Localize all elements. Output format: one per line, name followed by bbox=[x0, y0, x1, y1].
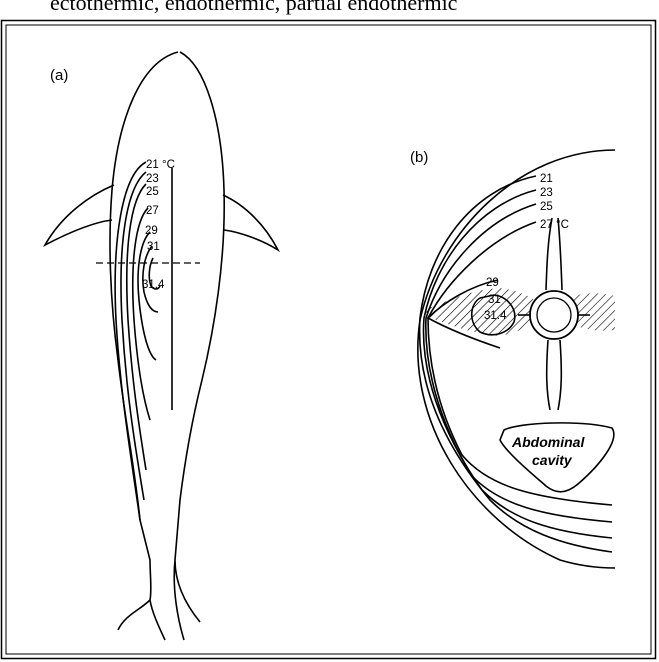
iso-b-label-0: 21 bbox=[540, 173, 553, 185]
iso-a-label-2: 25 bbox=[146, 186, 159, 198]
vertebra-inner bbox=[537, 298, 571, 332]
iso-b-label-4: 29 bbox=[486, 277, 499, 289]
iso-b-label-6: 31.4 bbox=[484, 310, 507, 322]
iso-a-label-4: 29 bbox=[145, 225, 158, 237]
cavity-label-1: Abdominal bbox=[511, 434, 585, 450]
tuna-body-outline bbox=[110, 52, 224, 640]
panel-b-label: (b) bbox=[410, 149, 428, 166]
cross-section-outline bbox=[418, 150, 615, 568]
haemal-spine bbox=[547, 340, 562, 410]
iso-a-label-1: 23 bbox=[146, 173, 159, 185]
iso-a-label-0: 21 °C bbox=[146, 159, 175, 171]
iso-a-label-3: 27 bbox=[146, 205, 159, 217]
left-pectoral-fin bbox=[45, 185, 114, 245]
cavity-label-2: cavity bbox=[532, 452, 573, 468]
right-pectoral-fin bbox=[223, 195, 278, 250]
iso-a-label-6: 31.4 bbox=[142, 279, 165, 291]
iso-a-label-5: 31 bbox=[147, 241, 160, 253]
iso-b-label-3: 27 °C bbox=[540, 219, 569, 231]
panel-b-isotherms bbox=[420, 176, 612, 552]
iso-b-label-5: 31 bbox=[488, 294, 501, 306]
panel-a-label: (a) bbox=[50, 67, 68, 84]
iso-b-label-2: 25 bbox=[540, 201, 553, 213]
panel-a-isotherms bbox=[115, 162, 172, 520]
iso-b-label-1: 23 bbox=[540, 187, 553, 199]
